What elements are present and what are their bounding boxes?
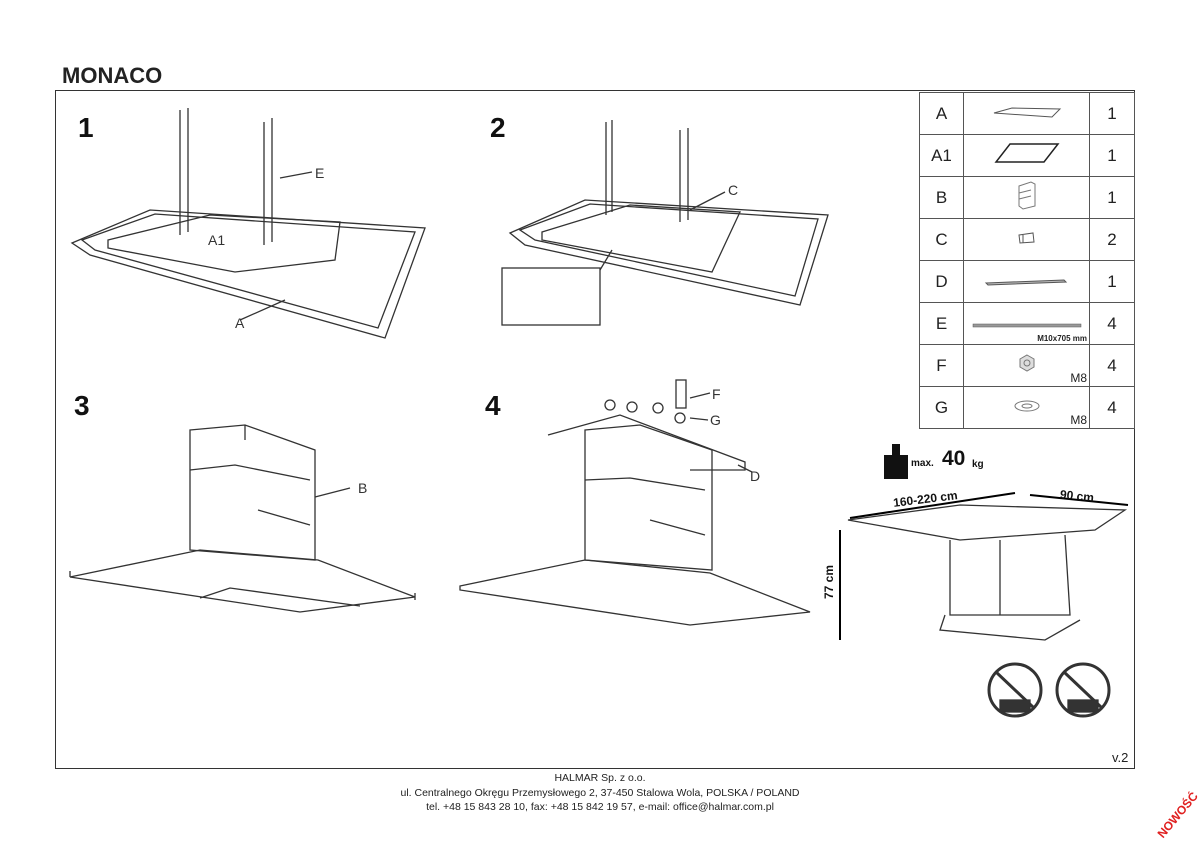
- part-spec: M8: [1070, 413, 1087, 427]
- parts-row: F M8 4: [919, 344, 1135, 387]
- part-qty: 4: [1089, 386, 1135, 429]
- step-1-number: 1: [78, 112, 94, 143]
- part-g-icon: [1013, 398, 1041, 417]
- part-qty: 1: [1089, 92, 1135, 135]
- step-3-drawing: [69, 424, 416, 613]
- part-id: A1: [919, 134, 964, 177]
- max-load-label: max.: [911, 458, 934, 469]
- part-id: D: [919, 260, 964, 303]
- part-qty: 2: [1089, 218, 1135, 261]
- final-table-drawing: [839, 492, 1129, 641]
- no-standing-icon: [987, 662, 1043, 718]
- part-image: [963, 260, 1090, 303]
- part-a1-icon: [992, 143, 1062, 169]
- part-qty: 1: [1089, 134, 1135, 177]
- part-a-icon: [992, 104, 1062, 123]
- parts-row: C 2: [919, 218, 1135, 261]
- parts-row: A1 1: [919, 134, 1135, 177]
- label-a: A: [235, 315, 245, 331]
- part-id: B: [919, 176, 964, 219]
- part-spec: M10x705 mm: [1037, 334, 1087, 343]
- part-id: A: [919, 92, 964, 135]
- no-sitting-icon: [1055, 662, 1111, 718]
- part-id: E: [919, 302, 964, 345]
- footer-company: HALMAR Sp. z o.o.: [554, 772, 646, 784]
- part-image: M8: [963, 344, 1090, 387]
- part-qty: 1: [1089, 260, 1135, 303]
- version-label: v.2: [1112, 750, 1129, 765]
- max-load-value: 40: [942, 447, 966, 470]
- weight-icon: [884, 444, 908, 479]
- part-d-icon: [984, 272, 1069, 291]
- parts-row: A 1: [919, 92, 1135, 135]
- step-2-number: 2: [490, 112, 506, 143]
- step-4-number: 4: [485, 390, 501, 421]
- step-1-drawing: [70, 108, 426, 339]
- label-e: E: [315, 165, 325, 181]
- part-image: [963, 134, 1090, 177]
- footer: HALMAR Sp. z o.o. ul. Centralnego Okręgu…: [0, 771, 1200, 815]
- label-g: G: [710, 412, 721, 428]
- part-image: M8: [963, 386, 1090, 429]
- part-id: G: [919, 386, 964, 429]
- product-title: MONACO: [62, 63, 163, 88]
- part-e-icon: [972, 314, 1082, 333]
- footer-address: ul. Centralnego Okręgu Przemysłowego 2, …: [400, 786, 800, 799]
- part-id: F: [919, 344, 964, 387]
- parts-row: D 1: [919, 260, 1135, 303]
- label-a1: A1: [208, 232, 226, 248]
- step-4-drawing: [459, 379, 811, 626]
- part-image: M10x705 mm: [963, 302, 1090, 345]
- parts-row: G M8 4: [919, 386, 1135, 429]
- part-image: [963, 218, 1090, 261]
- label-b: B: [358, 480, 368, 496]
- part-image: [963, 92, 1090, 135]
- label-f: F: [712, 386, 721, 402]
- part-b-icon: [1015, 181, 1039, 214]
- part-qty: 4: [1089, 344, 1135, 387]
- part-spec: M8: [1070, 371, 1087, 385]
- instructions-frame: [55, 90, 1135, 769]
- part-f-icon: [1018, 354, 1036, 376]
- parts-row: E M10x705 mm 4: [919, 302, 1135, 345]
- part-id: C: [919, 218, 964, 261]
- height-dimension: 77 cm: [822, 564, 837, 600]
- part-image: [963, 176, 1090, 219]
- step-3-number: 3: [74, 390, 90, 421]
- part-c-icon: [1017, 230, 1037, 249]
- label-d: D: [750, 468, 761, 484]
- step-2-drawing: [501, 120, 829, 326]
- part-qty: 4: [1089, 302, 1135, 345]
- footer-contact: tel. +48 15 843 28 10, fax: +48 15 842 1…: [426, 801, 774, 813]
- parts-row: B 1: [919, 176, 1135, 219]
- max-load-unit: kg: [972, 459, 984, 470]
- part-qty: 1: [1089, 176, 1135, 219]
- label-c: C: [728, 182, 739, 198]
